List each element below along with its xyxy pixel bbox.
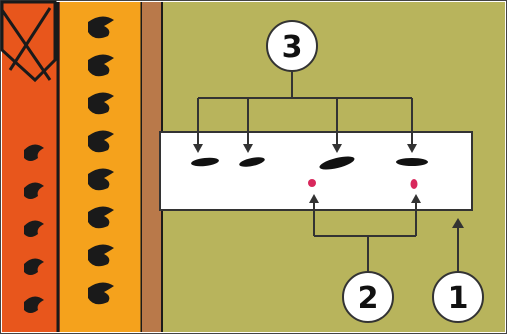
gantry-structure (0, 0, 163, 332)
callout-badge-1: 1 (432, 271, 484, 323)
callout-badge-2: 2 (342, 271, 394, 323)
red-marks (308, 179, 418, 189)
gantry-brace-line-2 (8, 7, 52, 71)
gantry-slot-mark (24, 296, 44, 313)
gantry-slot-mark (88, 92, 114, 115)
gantry-right-column (60, 2, 142, 332)
black-mark (396, 158, 428, 166)
red-mark (410, 179, 418, 189)
black-marks (191, 156, 428, 170)
gantry-slot-mark (88, 244, 114, 267)
gantry-slot-mark (88, 16, 114, 39)
callout-2-arrows (313, 200, 417, 272)
callout-1-arrowhead (452, 218, 464, 228)
gantry-slot-mark (88, 54, 114, 77)
black-mark (319, 156, 355, 170)
callout-label-1: 1 (448, 281, 469, 316)
gantry-slot-mark (24, 220, 44, 237)
callout-label-3: 3 (282, 30, 303, 65)
red-mark (308, 179, 316, 187)
slot-pattern (24, 16, 114, 313)
gantry-slot-mark (88, 206, 114, 229)
callout-2-arrowheads (309, 194, 421, 203)
gantry-slot-mark (88, 130, 114, 153)
black-mark (191, 157, 219, 167)
callout-badge-3: 3 (266, 20, 318, 72)
gantry-slot-mark (24, 182, 44, 199)
gantry-slot-mark (88, 282, 114, 305)
gantry-slot-mark (24, 144, 44, 161)
callout-3-arrowheads (193, 144, 417, 153)
wooden-side-panel (142, 2, 162, 332)
gantry-slot-mark (24, 258, 44, 275)
callout-3-arrows (197, 72, 413, 146)
film-strip (159, 131, 473, 211)
gantry-slot-mark (88, 168, 114, 191)
black-mark (239, 157, 265, 167)
callout-label-2: 2 (358, 281, 379, 316)
